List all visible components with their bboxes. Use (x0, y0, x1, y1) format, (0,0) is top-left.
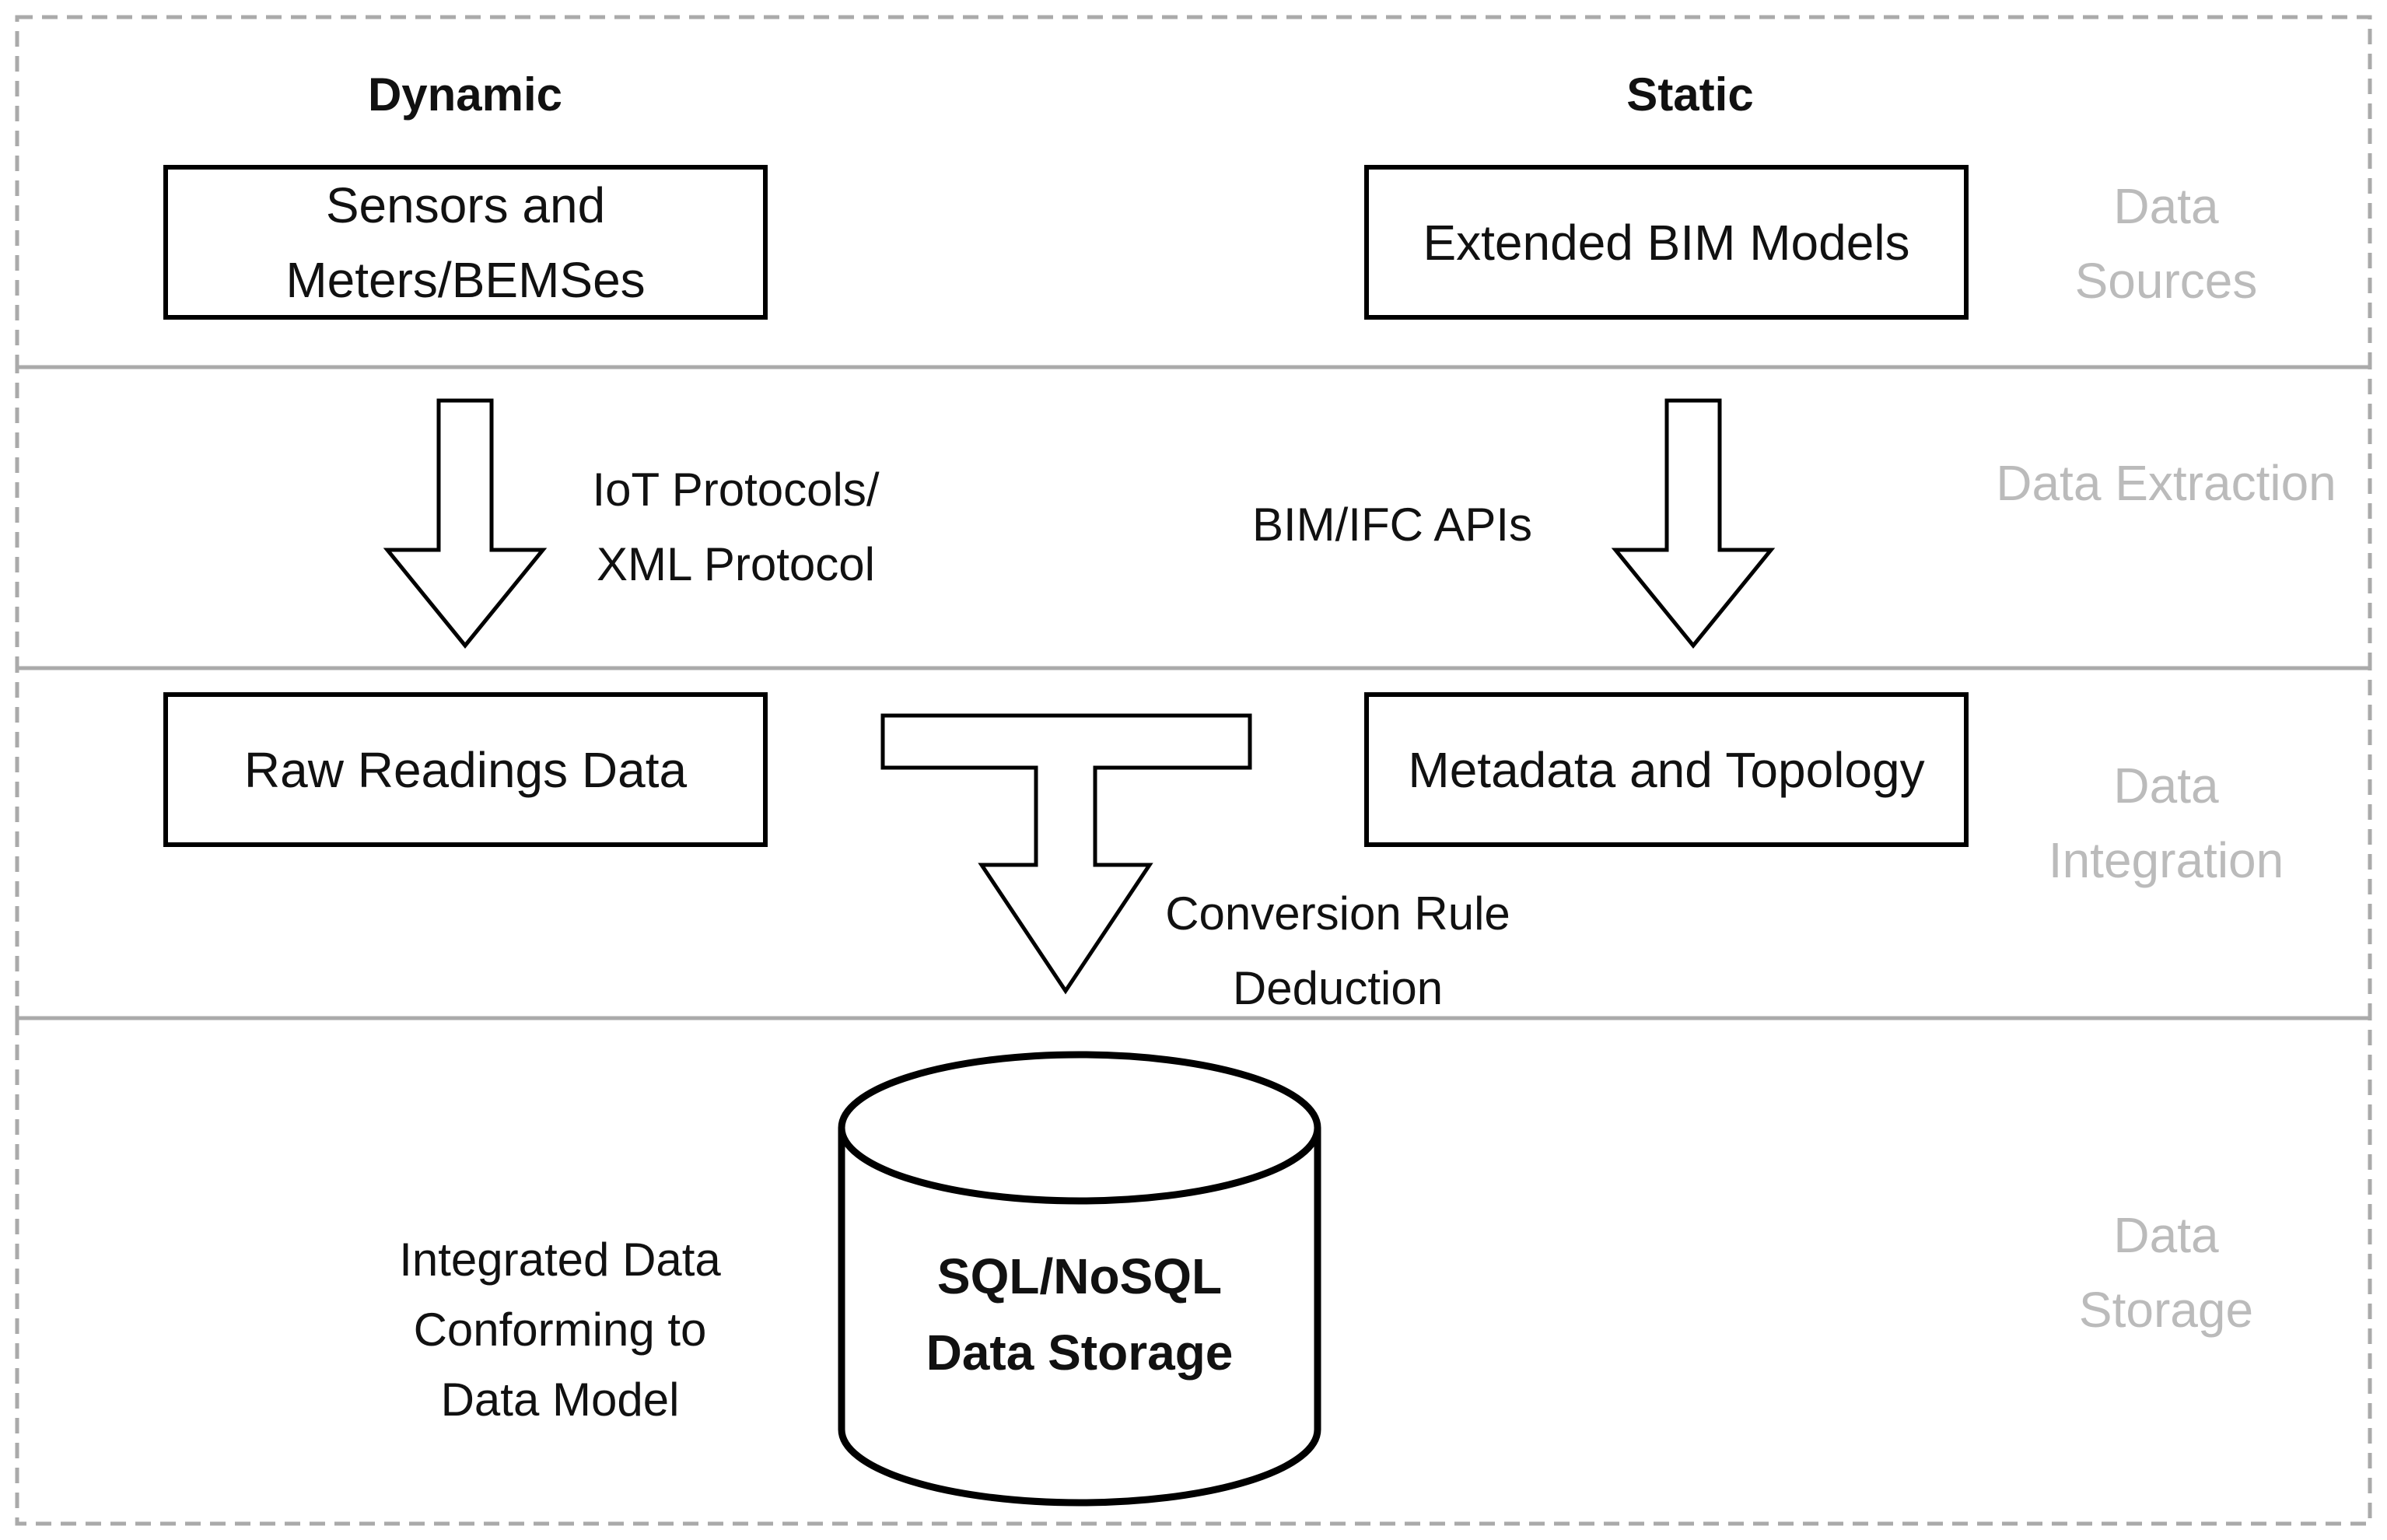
static-down-arrow (1611, 398, 1776, 649)
raw-readings-box (163, 692, 768, 847)
bim-models-label: Extended BIM Models (1423, 215, 1910, 271)
bim-api-label: BIM/IFC APIs (1251, 499, 1533, 551)
layer-label-storage: Data Storage (2078, 1207, 2254, 1338)
metadata-label: Metadata and Topology (1408, 742, 1925, 798)
column-heading-dynamic: Dynamic (367, 68, 563, 121)
sensors-box (163, 165, 768, 320)
column-heading-static: Static (1626, 68, 1754, 121)
dynamic-down-arrow (383, 398, 548, 649)
layer-label-integration: Data Integration (2048, 758, 2284, 888)
merge-arrow (880, 713, 1252, 995)
layer-band-sources (15, 15, 2372, 369)
layer-band-storage (15, 1016, 2372, 1526)
database-cylinder (838, 1051, 1321, 1507)
iot-protocol-label: IoT Protocols/ XML Protocol (592, 464, 880, 590)
conversion-rule-label: Conversion Rule Deduction (1165, 887, 1510, 1014)
bim-models-box (1364, 165, 1969, 320)
layer-label-extraction: Data Extraction (1996, 455, 2336, 511)
metadata-box (1364, 692, 1969, 847)
layer-label-sources: Data Sources (2074, 178, 2258, 309)
layer-band-extraction (15, 365, 2372, 670)
sensors-label: Sensors and Meters/BEMSes (285, 177, 646, 308)
database-label: SQL/NoSQL Data Storage (926, 1248, 1234, 1381)
layer-band-integration (15, 666, 2372, 1020)
integrated-data-label: Integrated Data Conforming to Data Model (399, 1234, 721, 1426)
raw-readings-label: Raw Readings Data (243, 742, 688, 798)
